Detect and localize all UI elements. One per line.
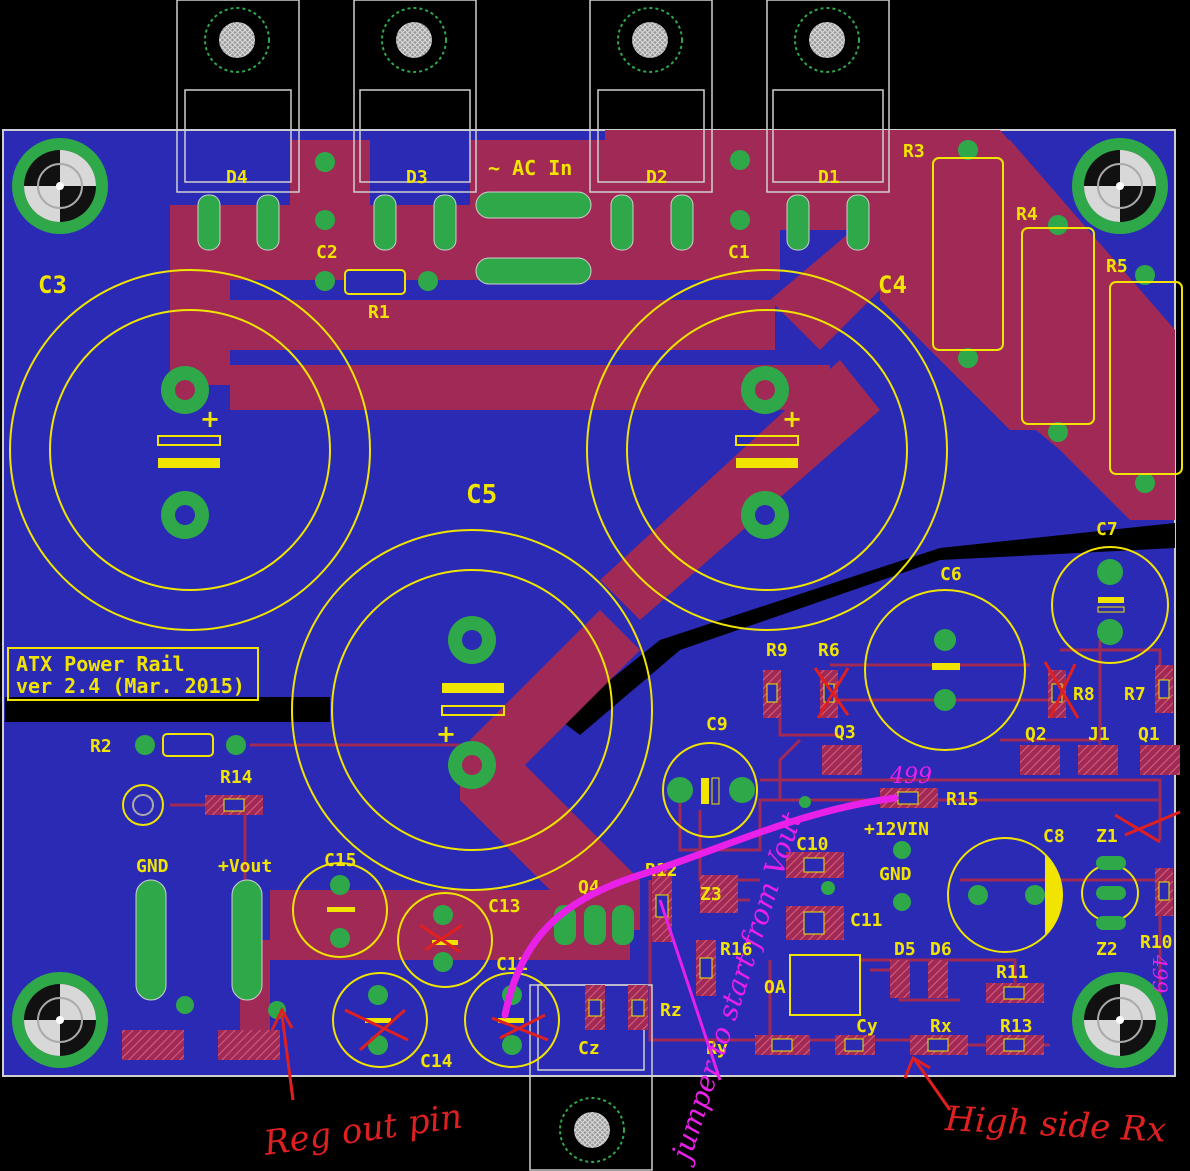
ac-in-label: ~ AC In [488,156,572,180]
label-oa: OA [764,977,786,998]
label-cz: Cz [578,1038,600,1059]
label-r10: R10 [1140,932,1173,953]
label-c15: C15 [324,850,357,871]
to220-tabs [204,7,860,1163]
label-z2: Z2 [1096,939,1118,960]
cap-outlines [9,269,1169,1068]
label-cy: Cy [856,1016,878,1037]
svg-text:+: + [200,405,220,433]
annotation-arrows [270,899,952,1111]
label-c10: C10 [796,834,829,855]
label-j1: J1 [1088,724,1110,745]
title-line-1: ATX Power Rail [16,652,185,676]
label-c11: C11 [850,910,883,931]
label-q1: Q1 [1138,724,1160,745]
label-d3: D3 [406,167,428,188]
mounting-holes [12,138,1168,1068]
diode-pads [135,191,870,1001]
jumper-wire [501,794,899,1019]
label-c3: C3 [38,271,67,299]
high-side-annotation: High side Rx [943,1099,1167,1151]
cutout-middle [560,523,1175,735]
label-c1: C1 [728,242,750,263]
terminal-blocks [122,1030,280,1060]
label-c5: C5 [466,480,497,510]
label-r13: R13 [1000,1016,1033,1037]
cutout-left [5,697,330,722]
label-q2: Q2 [1025,724,1047,745]
label-c7: C7 [1096,519,1118,540]
label-r5: R5 [1106,256,1128,277]
label-q3: Q3 [834,722,856,743]
label-c6: C6 [940,564,962,585]
label-r7: R7 [1124,684,1146,705]
label-gnd-testpoint: GND [879,864,912,885]
label-r9: R9 [766,640,788,661]
label-z3: Z3 [700,884,722,905]
title-line-2: ver 2.4 (Mar. 2015) [16,674,245,698]
label-c4: C4 [878,271,907,299]
label-d4: D4 [226,167,248,188]
label-c14: C14 [420,1051,453,1072]
label-c13: C13 [488,896,521,917]
c8-polarity-fill [1045,855,1062,935]
reg-out-annotation: Reg out pin [260,1096,464,1164]
label-d5: D5 [894,939,916,960]
r15-value-annotation: 499 [889,764,932,789]
label-d2: D2 [646,167,668,188]
label-rz: Rz [660,1000,682,1021]
label-r3: R3 [903,141,925,162]
small-cap-pads [176,140,1155,1055]
label-r11: R11 [996,962,1029,983]
label-c9: C9 [706,714,728,735]
label-r2: R2 [90,736,112,757]
label-vin-testpoint: +12VIN [864,819,929,840]
label-r1: R1 [368,302,390,323]
crossout-marks [344,661,1181,1052]
label-r16: R16 [720,939,753,960]
svg-text:+: + [436,720,456,748]
label-r8: R8 [1073,684,1095,705]
label-r15: R15 [946,789,979,810]
title-box [7,647,259,701]
label-z1: Z1 [1096,826,1118,847]
label-c2: C2 [316,242,338,263]
label-r4: R4 [1016,204,1038,225]
svg-text:+: + [782,405,802,433]
label-d1: D1 [818,167,840,188]
copper-layer [170,130,1175,1050]
label-gnd-terminal: GND [136,856,169,877]
r10-value-annotation: 499 [1148,954,1172,993]
big-cap-pads: + + + [157,366,802,789]
label-rx: Rx [930,1016,952,1037]
label-c8: C8 [1043,826,1065,847]
label-vout-terminal: +Vout [218,856,272,877]
to220-outlines [176,0,890,1171]
label-d6: D6 [930,939,952,960]
label-r14: R14 [220,767,253,788]
label-r6: R6 [818,640,840,661]
